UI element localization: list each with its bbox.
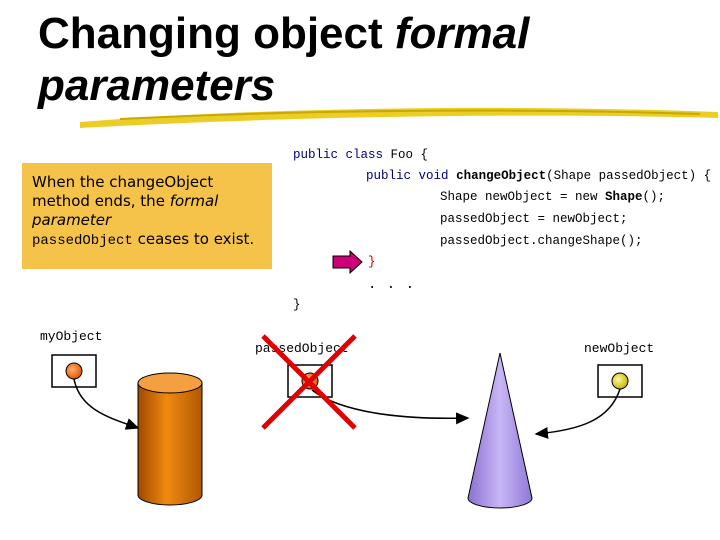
current-line-arrow-icon (333, 251, 362, 273)
new-object-box (598, 365, 642, 397)
passed-object-reference-arrow (312, 390, 468, 418)
cylinder-object-icon (138, 373, 202, 505)
cross-out-icon (263, 336, 355, 428)
cone-object-icon (468, 353, 532, 508)
